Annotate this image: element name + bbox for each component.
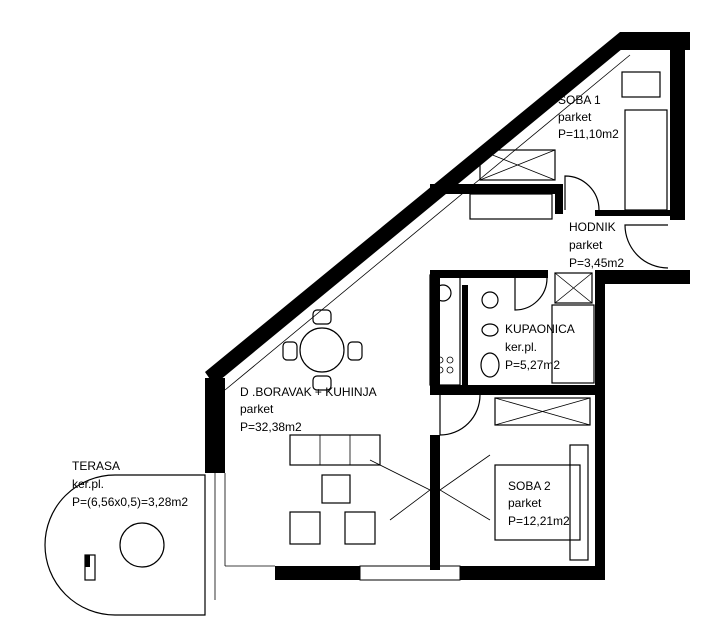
svg-text:parket: parket	[569, 238, 603, 252]
wardrobe-soba1	[479, 149, 556, 181]
bottom-window	[359, 565, 461, 581]
top-wall	[620, 32, 690, 50]
svg-text:P=(6,56x0,5)=3,28m2: P=(6,56x0,5)=3,28m2	[72, 495, 188, 509]
bathroom-left-wall	[430, 270, 440, 395]
soba2-door[interactable]	[439, 394, 481, 436]
bed-soba1	[624, 109, 668, 211]
svg-text:ker.pl.: ker.pl.	[505, 340, 537, 354]
wardrobe-soba2	[494, 397, 591, 426]
terrace-table	[119, 522, 165, 568]
kitchen-unit	[429, 274, 461, 386]
svg-text:parket: parket	[558, 110, 592, 124]
label-soba1: SOBA 1 parket P=11,10m2	[558, 93, 619, 141]
svg-text:ker.pl.: ker.pl.	[72, 477, 104, 491]
kitchen-wall	[430, 184, 560, 194]
desk	[621, 71, 661, 98]
svg-text:P=11,10m2: P=11,10m2	[558, 127, 619, 141]
svg-text:P=12,21m2: P=12,21m2	[508, 514, 570, 528]
washbasin	[480, 352, 500, 378]
kitchen-wall-end	[555, 184, 563, 214]
washing-machine	[481, 291, 499, 309]
soba2-right-wall	[595, 280, 605, 580]
hodnik-bottom-wall	[595, 270, 690, 284]
svg-text:HODNIK: HODNIK	[569, 220, 616, 234]
svg-text:SOBA 2: SOBA 2	[508, 479, 551, 493]
armchair	[344, 511, 376, 545]
label-terasa: TERASA ker.pl. P=(6,56x0,5)=3,28m2	[72, 459, 188, 509]
shaft	[554, 272, 593, 304]
svg-text:parket: parket	[508, 496, 542, 510]
bathroom-partition	[462, 285, 468, 385]
terrace	[44, 474, 206, 616]
dining-table	[299, 327, 345, 373]
coffee-table	[321, 474, 351, 504]
svg-text:KUPAONICA: KUPAONICA	[505, 322, 575, 336]
svg-text:TERASA: TERASA	[72, 459, 120, 473]
soba1-door[interactable]	[564, 175, 600, 211]
svg-text:P=5,27m2: P=5,27m2	[505, 358, 560, 372]
sink	[434, 284, 452, 302]
toilet	[481, 323, 499, 337]
armchair	[289, 511, 321, 545]
right-wall	[670, 50, 685, 220]
bathroom-door[interactable]	[514, 277, 548, 311]
diagonal-exterior-wall	[205, 32, 628, 385]
living-left-wall	[205, 378, 225, 473]
bathroom-bottom-wall	[430, 385, 600, 395]
bed-soba2	[494, 464, 581, 541]
sofa	[289, 434, 381, 466]
label-kupaonica: KUPAONICA ker.pl. P=5,27m2	[505, 322, 575, 372]
label-soba2: SOBA 2 parket P=12,21m2	[508, 479, 570, 528]
kitchen-counter	[469, 193, 553, 220]
bathtub	[551, 304, 595, 384]
label-boravak: D .BORAVAK + KUHINJA parket P=32,38m2	[240, 385, 377, 434]
svg-text:P=3,45m2: P=3,45m2	[569, 256, 624, 270]
soba2-left-wall	[430, 435, 440, 570]
soba1-bottom-wall	[595, 210, 675, 216]
entrance-door[interactable]	[624, 224, 669, 269]
label-hodnik: HODNIK parket P=3,45m2	[569, 220, 624, 270]
bathroom-top-wall	[430, 270, 548, 278]
svg-text:D .BORAVAK + KUHINJA: D .BORAVAK + KUHINJA	[240, 385, 377, 399]
svg-text:P=32,38m2: P=32,38m2	[240, 420, 302, 434]
svg-text:SOBA 1: SOBA 1	[558, 93, 601, 107]
svg-text:parket: parket	[240, 402, 274, 416]
diagonal-wall-inner-line	[224, 54, 631, 391]
